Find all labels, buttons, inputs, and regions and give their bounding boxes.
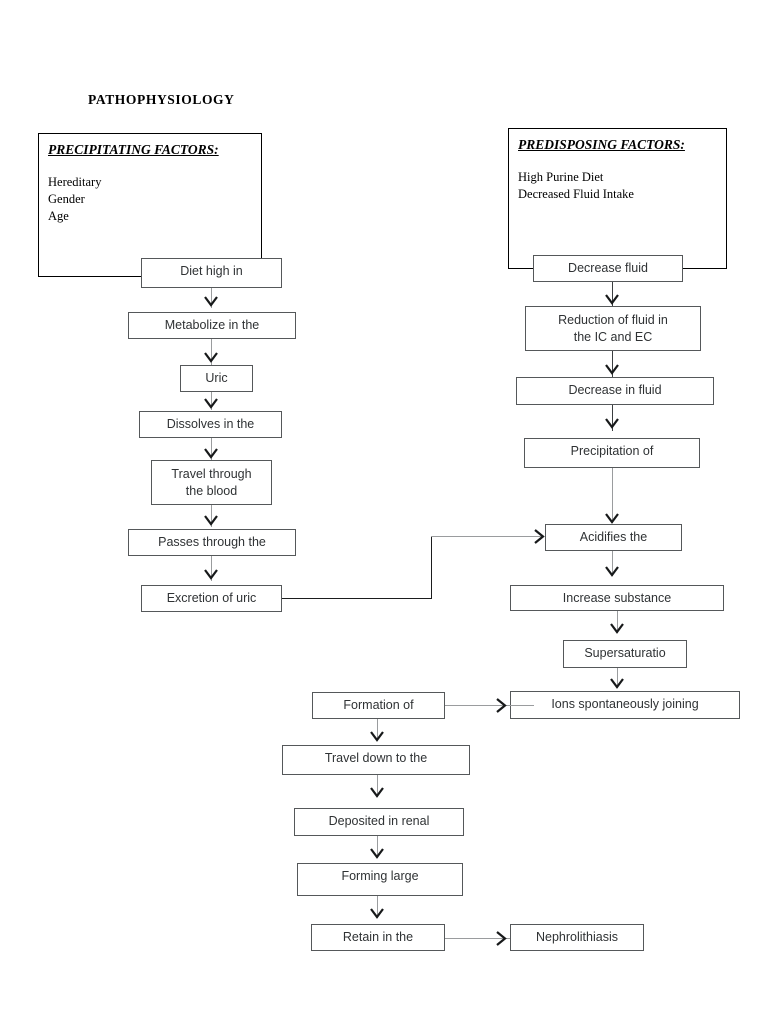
node-diet-high-in[interactable]: Diet high in <box>141 258 282 288</box>
connector-line <box>211 339 212 365</box>
arrow-down-icon <box>370 731 384 742</box>
precipitating-factors-list: Hereditary Gender Age <box>48 174 101 225</box>
predisposing-factors-box: PREDISPOSING FACTORS: High Purine Diet D… <box>508 128 727 269</box>
connector-line-horizontal <box>445 938 510 939</box>
connector-elbow-horizontal-upper <box>431 536 544 537</box>
node-passes-through-the[interactable]: Passes through the <box>128 529 296 556</box>
connector-elbow-horizontal <box>282 598 432 599</box>
arrow-down-icon <box>605 418 619 429</box>
arrow-down-icon <box>605 566 619 577</box>
connector-line <box>211 392 212 410</box>
node-retain-in-the[interactable]: Retain in the <box>311 924 445 951</box>
predisposing-factors-title: PREDISPOSING FACTORS: <box>518 137 685 152</box>
connector-line <box>612 551 613 576</box>
node-increase-substance[interactable]: Increase substance <box>510 585 724 611</box>
arrow-down-icon <box>204 352 218 363</box>
connector-line <box>612 282 613 306</box>
arrow-right-icon <box>534 529 545 544</box>
connector-line <box>612 405 613 431</box>
connector-line <box>377 775 378 797</box>
node-uric[interactable]: Uric <box>180 365 253 392</box>
precipitating-factors-title: PRECIPITATING FACTORS: <box>48 142 219 157</box>
precipitating-factor-item: Age <box>48 209 69 223</box>
node-travel-down-to-the[interactable]: Travel down to the <box>282 745 470 775</box>
arrow-down-icon <box>610 678 624 689</box>
arrow-down-icon <box>204 448 218 459</box>
arrow-down-icon <box>204 398 218 409</box>
connector-elbow-vertical <box>431 536 432 598</box>
connector-line <box>211 288 212 308</box>
node-forming-large[interactable]: Forming large <box>297 863 463 896</box>
arrow-down-icon <box>370 787 384 798</box>
connector-line <box>617 668 618 688</box>
connector-line <box>617 611 618 633</box>
node-reduction-of-fluid[interactable]: Reduction of fluid in the IC and EC <box>525 306 701 351</box>
arrow-down-icon <box>605 513 619 524</box>
arrow-down-icon <box>370 848 384 859</box>
arrow-down-icon <box>204 296 218 307</box>
predisposing-factor-item: Decreased Fluid Intake <box>518 187 634 201</box>
connector-line <box>211 505 212 527</box>
arrow-right-icon <box>496 698 507 713</box>
arrow-down-icon <box>370 908 384 919</box>
arrow-down-icon <box>204 515 218 526</box>
node-metabolize-in-the[interactable]: Metabolize in the <box>128 312 296 339</box>
arrow-right-icon <box>496 931 507 946</box>
node-travel-through-the-blood[interactable]: Travel through the blood <box>151 460 272 505</box>
node-ions-spontaneously-joining[interactable]: Ions spontaneously joining <box>510 691 740 719</box>
node-dissolves-in-the[interactable]: Dissolves in the <box>139 411 282 438</box>
node-acidifies-the[interactable]: Acidifies the <box>545 524 682 551</box>
connector-line-horizontal <box>445 705 534 706</box>
arrow-down-icon <box>610 623 624 634</box>
predisposing-factors-list: High Purine Diet Decreased Fluid Intake <box>518 169 634 203</box>
arrow-down-icon <box>605 294 619 305</box>
precipitating-factors-box: PRECIPITATING FACTORS: Hereditary Gender… <box>38 133 262 277</box>
connector-line <box>612 468 613 523</box>
page-title: PATHOPHYSIOLOGY <box>88 92 235 107</box>
connector-line <box>377 896 378 918</box>
connector-line <box>211 438 212 460</box>
precipitating-factor-item: Gender <box>48 192 85 206</box>
connector-line <box>211 556 212 581</box>
node-decrease-in-fluid[interactable]: Decrease in fluid <box>516 377 714 405</box>
node-nephrolithiasis[interactable]: Nephrolithiasis <box>510 924 644 951</box>
node-excretion-of-uric[interactable]: Excretion of uric <box>141 585 282 612</box>
node-supersaturatio[interactable]: Supersaturatio <box>563 640 687 668</box>
arrow-down-icon <box>204 569 218 580</box>
connector-line <box>377 719 378 741</box>
node-formation-of[interactable]: Formation of <box>312 692 445 719</box>
predisposing-factor-item: High Purine Diet <box>518 170 604 184</box>
connector-line <box>377 836 378 858</box>
precipitating-factor-item: Hereditary <box>48 175 102 189</box>
node-deposited-in-renal[interactable]: Deposited in renal <box>294 808 464 836</box>
node-decrease-fluid[interactable]: Decrease fluid <box>533 255 683 282</box>
connector-line <box>612 351 613 377</box>
node-precipitation-of[interactable]: Precipitation of <box>524 438 700 468</box>
arrow-down-icon <box>605 364 619 375</box>
